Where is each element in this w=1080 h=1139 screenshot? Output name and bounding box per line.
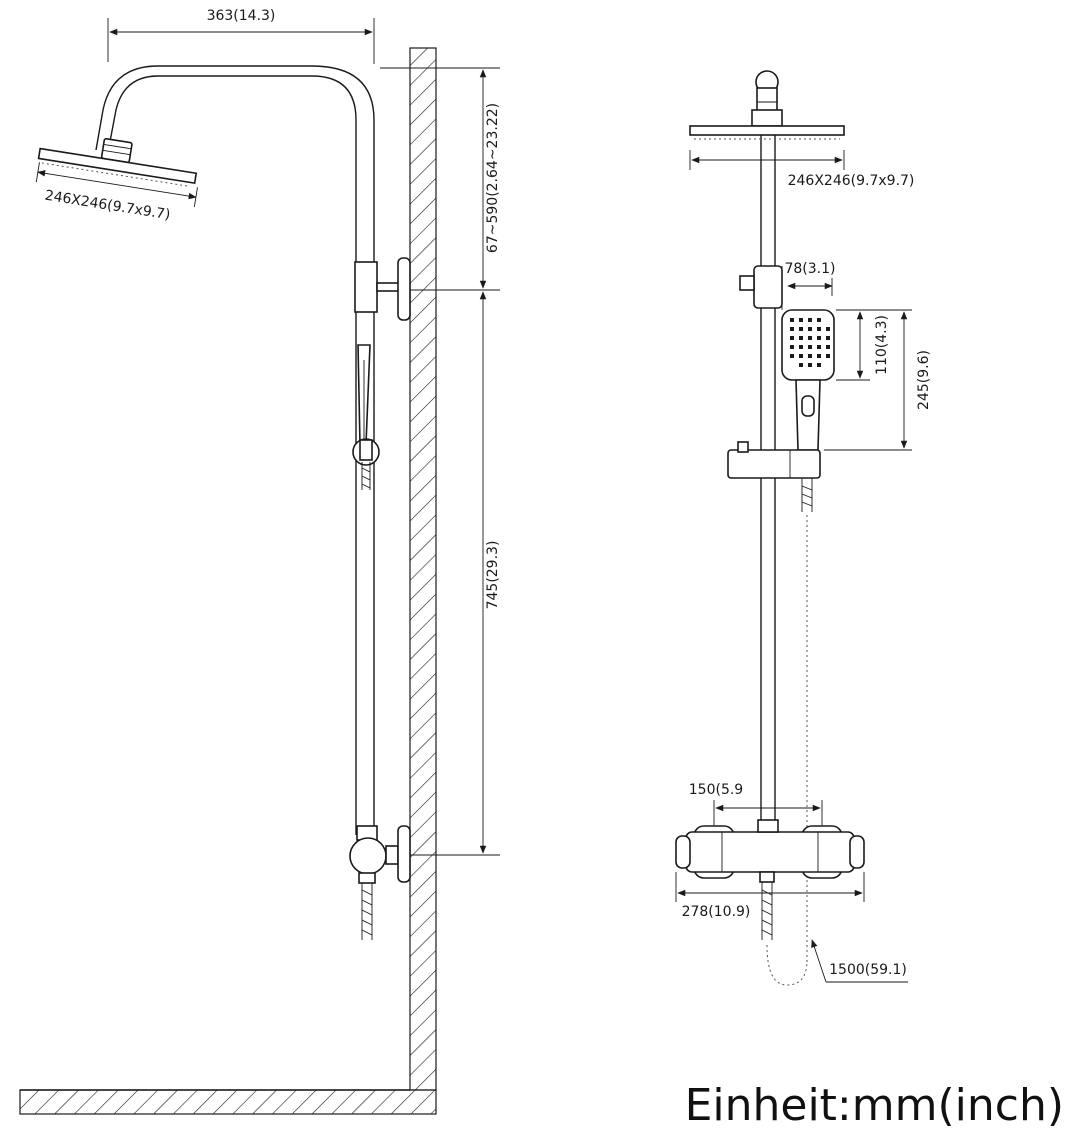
- hand-shower-front: [781, 309, 835, 451]
- bracket-spacing-label: 745(29.3): [485, 541, 501, 610]
- side-head-size-label: 246X246(9.7x9.7): [44, 188, 172, 224]
- height-dimensions: 67~590(2.64~23.22) 745(29.3): [380, 67, 501, 856]
- arm-reach-label: 363(14.3): [207, 8, 276, 24]
- unit-label: Einheit:mm(inch): [684, 1080, 1064, 1131]
- front-head-size-label: 246X246(9.7x9.7): [788, 173, 915, 189]
- handset-holder: [727, 441, 821, 965]
- handset-head-label: 110(4.3): [874, 315, 890, 375]
- thermostatic-mixer: [675, 819, 865, 986]
- mixer-dimensions: 150(5.9 278(10.9): [675, 782, 865, 920]
- hose-length-label: 1500(59.1): [829, 962, 907, 978]
- hand-shower-side: [352, 344, 380, 490]
- side-view: 363(14.3) 246X246(9.7x9.7) 67~590(2.64~2…: [19, 8, 501, 1115]
- upper-wall-bracket: [354, 257, 411, 321]
- shower-head-front: 246X246(9.7x9.7): [689, 109, 915, 189]
- height-adjust-label: 67~590(2.64~23.22): [485, 103, 501, 253]
- handset-length-label: 245(9.6): [916, 350, 932, 410]
- mixer-width-label: 278(10.9): [682, 904, 751, 920]
- handset-dimensions: 110(4.3) 245(9.6): [824, 309, 932, 451]
- front-view: 246X246(9.7x9.7) 78(3.1): [675, 70, 932, 986]
- floor-hatch: [19, 1089, 437, 1115]
- front-upper-bracket: 78(3.1): [739, 261, 836, 310]
- riser-pipe: [95, 65, 375, 835]
- shower-head-side: [37, 137, 198, 187]
- inlet-spacing-label: 150(5.9: [689, 782, 743, 798]
- wall-hatch: [409, 47, 437, 1091]
- lower-elbow: [349, 825, 411, 940]
- bracket-offset-label: 78(3.1): [784, 261, 835, 277]
- arm-reach-dimension: 363(14.3): [107, 8, 375, 64]
- hose-length-callout: 1500(59.1): [811, 939, 908, 983]
- handset-nozzles: [790, 318, 830, 367]
